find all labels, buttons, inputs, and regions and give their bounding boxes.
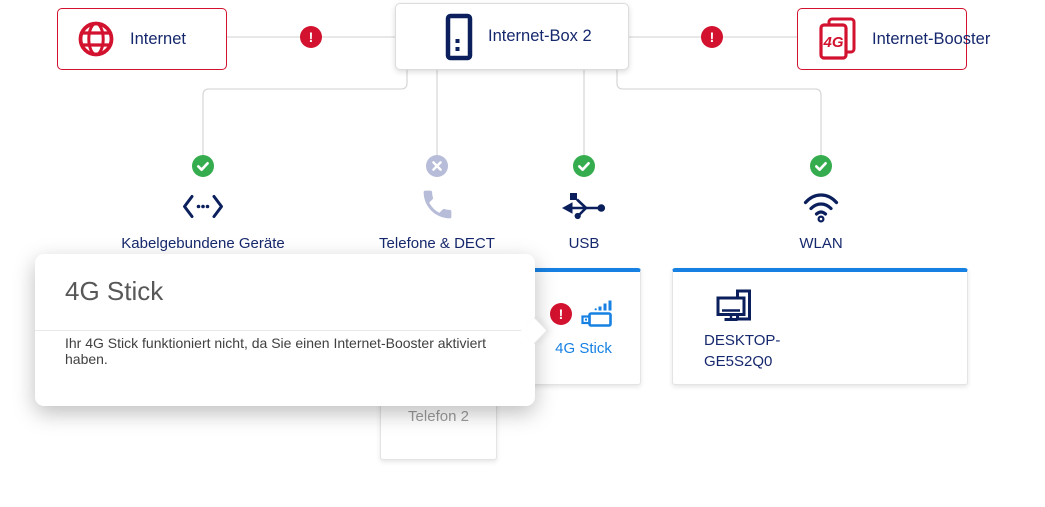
4g-stick-tooltip: 4G Stick Ihr 4G Stick funktioniert nicht… [35,254,548,406]
telefon2-label: Telefon 2 [408,408,469,425]
internet-box-node-label: Internet-Box 2 [488,27,592,45]
ethernet-icon[interactable] [181,193,225,220]
desktop-label: DESKTOP- GE5S2Q0 [704,330,967,373]
status-off-badge-phones[interactable] [426,155,448,177]
line-box-to-wlan [616,70,822,155]
phone-icon[interactable] [419,186,456,223]
error-exclamation: ! [558,306,564,322]
desktop-computer-icon [714,288,967,324]
internet-box-node[interactable]: Internet-Box 2 [395,3,629,70]
branch-label-usb[interactable]: USB [568,235,600,252]
usb-icon[interactable] [562,189,606,221]
booster-node-label: Internet-Booster [872,29,991,48]
booster-node[interactable]: 4G Internet-Booster [797,8,990,70]
error-badge-internet-link[interactable]: ! [300,26,322,48]
device-card-4g-stick[interactable]: ! 4G Stick [526,268,641,385]
desktop-label-line1: DESKTOP- [704,332,781,349]
error-exclamation: ! [308,29,314,45]
status-ok-badge-usb[interactable] [573,155,595,177]
branch-label-wlan[interactable]: WLAN [799,235,843,252]
error-badge-4g-stick[interactable]: ! [550,303,572,325]
svg-text:4G: 4G [822,34,843,51]
tooltip-divider [35,330,535,331]
line-box-to-wired [202,70,408,155]
booster-4g-icon: 4G [816,15,860,63]
globe-icon [76,19,116,59]
wifi-icon[interactable] [799,187,843,224]
device-card-desktop[interactable]: DESKTOP- GE5S2Q0 [672,268,968,385]
desktop-label-line2: GE5S2Q0 [704,353,773,371]
branch-label-wired[interactable]: Kabelgebundene Geräte [121,235,285,252]
internet-node[interactable]: Internet [57,8,227,70]
tooltip-title: 4G Stick [65,276,164,306]
error-exclamation: ! [709,29,715,45]
4g-stick-label: 4G Stick [555,340,612,357]
4g-stick-icon [577,298,617,330]
error-badge-booster-link[interactable]: ! [701,26,723,48]
router-icon [444,12,474,62]
internet-node-label: Internet [130,29,186,48]
tooltip-body: Ihr 4G Stick funktioniert nicht, da Sie … [65,335,486,367]
branch-label-phones[interactable]: Telefone & DECT [379,235,495,252]
status-ok-badge-wlan[interactable] [810,155,832,177]
status-ok-badge-wired[interactable] [192,155,214,177]
